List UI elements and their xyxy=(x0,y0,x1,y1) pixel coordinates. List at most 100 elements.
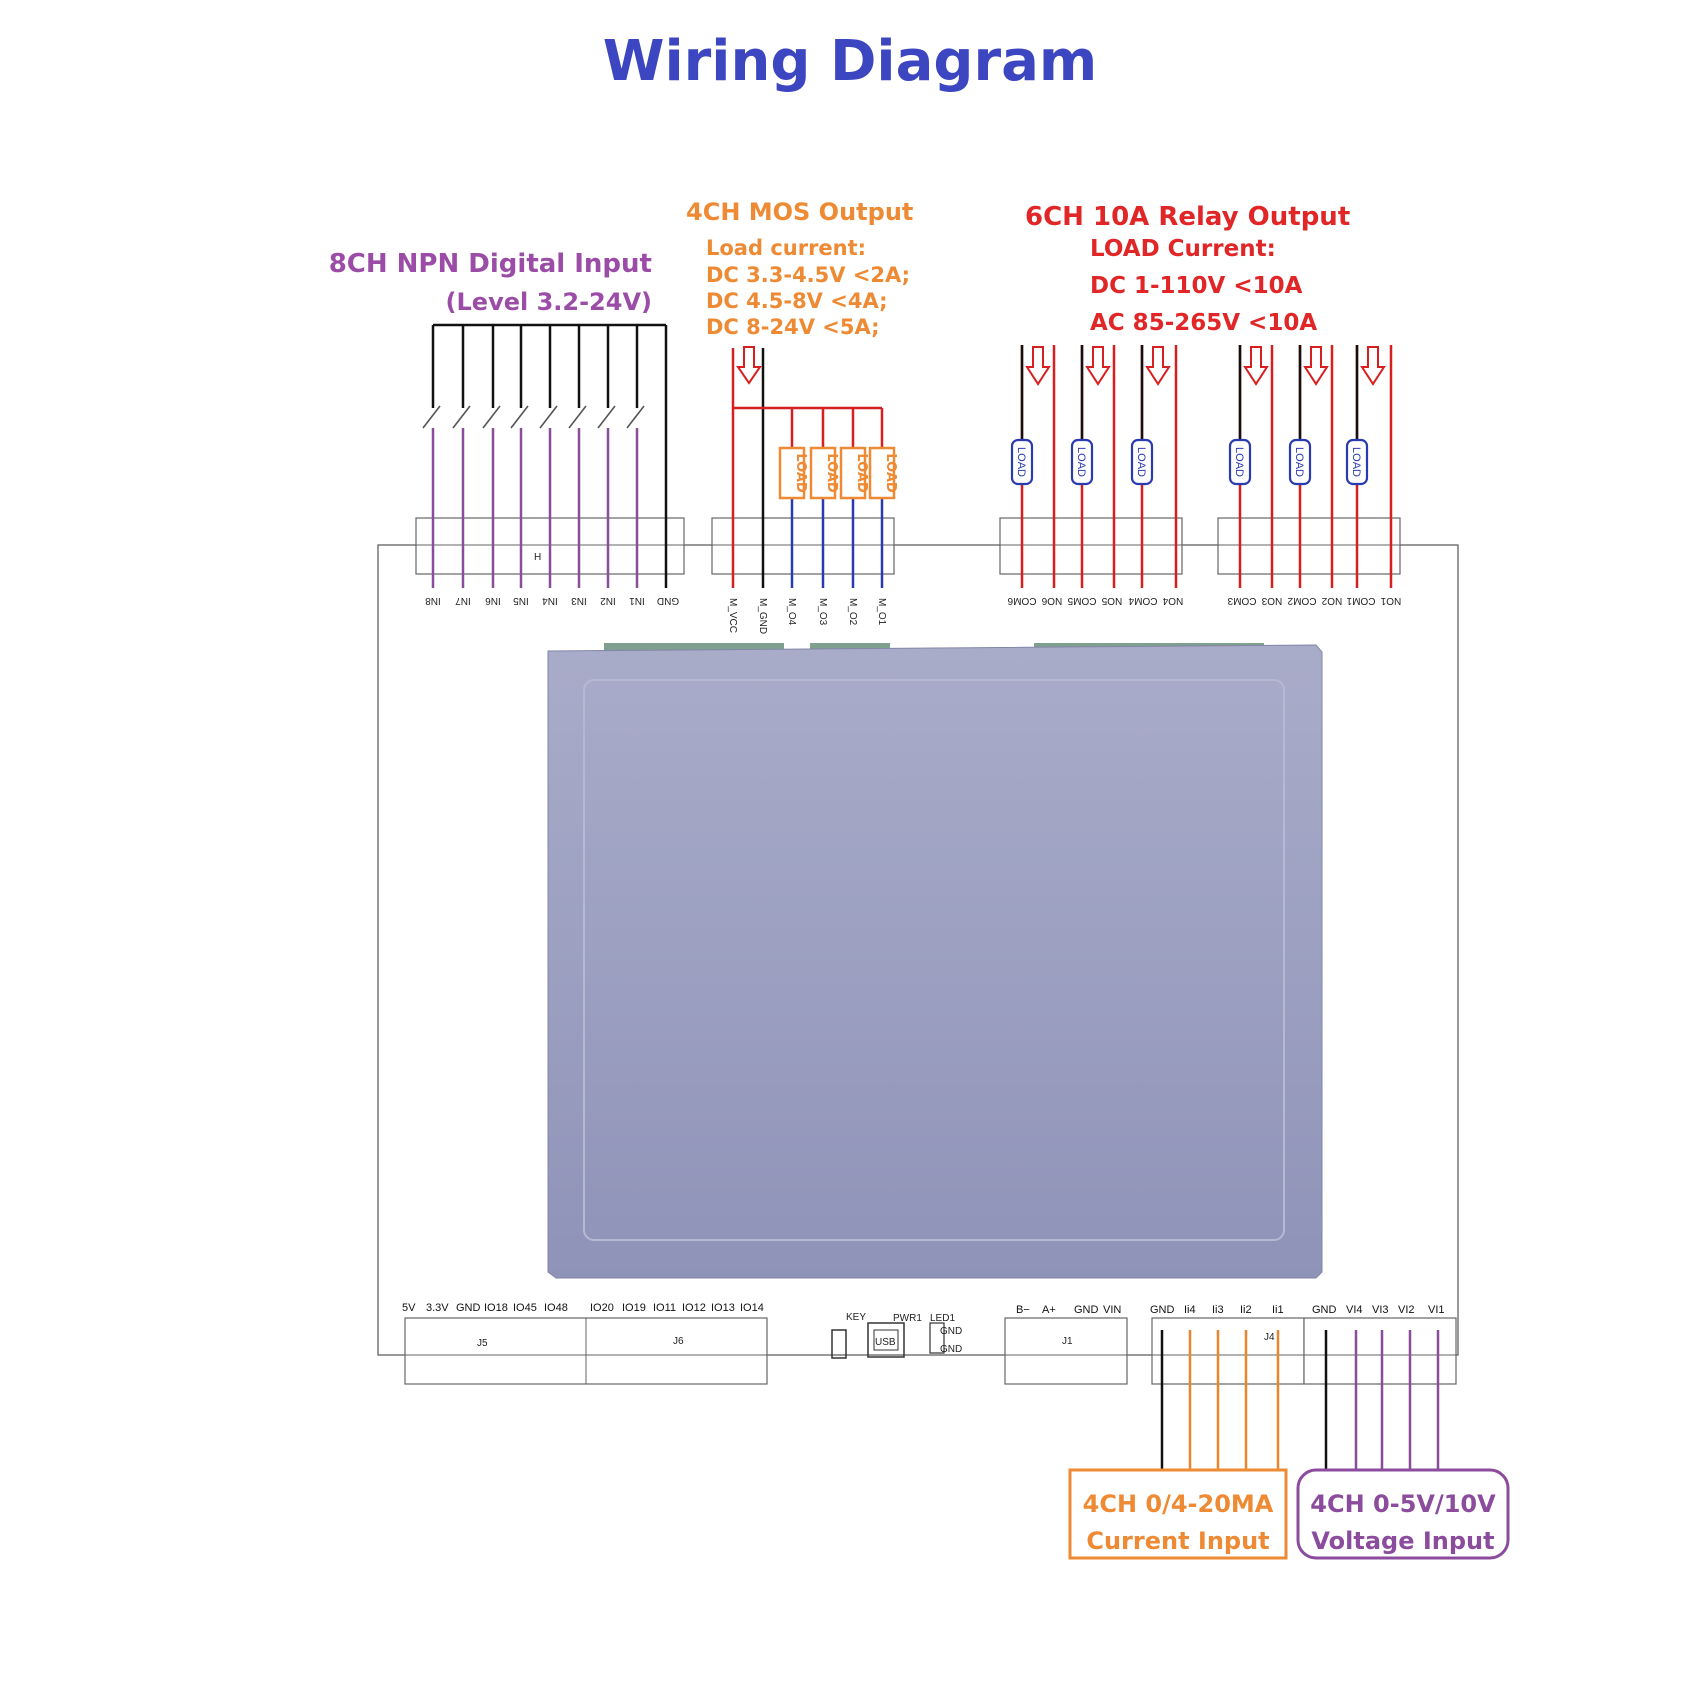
npn-wiring xyxy=(422,323,668,588)
voltage-input-line-2: Voltage Input xyxy=(1311,1527,1494,1555)
mos-pin-o2: M_O2 xyxy=(847,598,858,626)
j6-pin-io20: IO20 xyxy=(590,1302,614,1314)
j6-pin-io19: IO19 xyxy=(622,1302,646,1314)
j5-pin-io48: IO48 xyxy=(544,1302,568,1314)
mos-line-2: DC 3.3-4.5V <2A; xyxy=(706,263,910,287)
mos-pin-o3: M_O3 xyxy=(817,598,828,626)
usb-label: USB xyxy=(875,1337,896,1348)
j1-pin-vin: VIN xyxy=(1103,1304,1121,1316)
relay-pin-com1: COM1 xyxy=(1346,595,1375,606)
npn-title: 8CH NPN Digital Input xyxy=(329,249,652,279)
current-input-box xyxy=(1068,1468,1288,1560)
relay-line-3: AC 85-265V <10A xyxy=(1090,310,1317,336)
mos-title: 4CH MOS Output xyxy=(686,198,913,226)
vi-pin-vi4: VI4 xyxy=(1346,1304,1363,1316)
relay-line-2: DC 1-110V <10A xyxy=(1090,273,1303,299)
relay-load-4 xyxy=(1130,438,1154,486)
analog-wiring xyxy=(1160,1330,1440,1470)
board-outline xyxy=(377,544,1459,1356)
relay-load-4-label: LOAD xyxy=(1135,447,1147,477)
relay-pin-no2: NO2 xyxy=(1321,595,1342,606)
relay-pin-no6: NO6 xyxy=(1041,595,1062,606)
j4-pin-ii1: Ii1 xyxy=(1272,1304,1284,1316)
mos-load-3 xyxy=(809,446,837,500)
current-input-line-1: 4CH 0/4-20MA xyxy=(1083,1490,1274,1518)
mos-load-1-label: LOAD xyxy=(883,453,898,493)
mos-load-1 xyxy=(868,446,896,500)
j4-label: J4 xyxy=(1264,1332,1275,1343)
mos-load-4 xyxy=(778,446,806,500)
mos-load-2-label: LOAD xyxy=(854,453,869,493)
relay-load-1-label: LOAD xyxy=(1350,447,1362,477)
vi-pin-vi2: VI2 xyxy=(1398,1304,1415,1316)
j4-pin-gnd: GND xyxy=(1150,1304,1175,1316)
j1-pin-gnd: GND xyxy=(1074,1304,1099,1316)
mos-wiring xyxy=(731,348,884,588)
j1-pin-b: B− xyxy=(1016,1304,1030,1316)
npn-pin-in3: IN3 xyxy=(571,595,587,606)
j4-pin-ii4: Ii4 xyxy=(1184,1304,1196,1316)
relay-pin-com2: COM2 xyxy=(1287,595,1316,606)
j5-pin-io45: IO45 xyxy=(513,1302,537,1314)
npn-pin-in1: IN1 xyxy=(629,595,645,606)
mos-pin-vcc: M_VCC xyxy=(727,598,738,633)
npn-pin-in5: IN5 xyxy=(513,595,529,606)
relay-pin-com4: COM4 xyxy=(1128,595,1157,606)
mos-line-3: DC 4.5-8V <4A; xyxy=(706,289,888,313)
j4-pin-ii2: Ii2 xyxy=(1240,1304,1252,1316)
j6-pin-io13: IO13 xyxy=(711,1302,735,1314)
vi-pin-vi3: VI3 xyxy=(1372,1304,1389,1316)
j5-pin-5v: 5V xyxy=(402,1302,416,1314)
voltage-input-line-1: 4CH 0-5V/10V xyxy=(1310,1490,1496,1518)
page-title: Wiring Diagram xyxy=(603,29,1098,94)
j6-pin-io12: IO12 xyxy=(682,1302,706,1314)
relay-pin-no5: NO5 xyxy=(1101,595,1122,606)
mos-pin-o1: M_O1 xyxy=(876,598,887,626)
mos-arrow-icon xyxy=(736,346,762,385)
mos-load-4-label: LOAD xyxy=(793,453,808,493)
relay-load-3 xyxy=(1228,438,1252,486)
j1-label: J1 xyxy=(1062,1336,1073,1347)
key-label: KEY xyxy=(846,1312,866,1323)
relay-load-1 xyxy=(1345,438,1369,486)
device-case xyxy=(547,643,1323,1279)
j5-pin-3v3: 3.3V xyxy=(426,1302,449,1314)
relay-load-5-label: LOAD xyxy=(1075,447,1087,477)
j5-pin-gnd: GND xyxy=(456,1302,481,1314)
relay-load-6 xyxy=(1010,438,1034,486)
mos-load-3-label: LOAD xyxy=(824,453,839,493)
led-label: LED1 xyxy=(930,1313,955,1324)
j5-label: J5 xyxy=(477,1338,488,1349)
mos-load-2 xyxy=(839,446,867,500)
relay-title: 6CH 10A Relay Output xyxy=(1025,202,1350,232)
relay-pin-com5: COM5 xyxy=(1067,595,1096,606)
gnd-label-1: GND xyxy=(940,1326,962,1337)
npn-pin-gnd: GND xyxy=(657,595,679,606)
j5-pin-io18: IO18 xyxy=(484,1302,508,1314)
npn-subtitle: (Level 3.2-24V) xyxy=(446,288,652,316)
vi-pin-vi1: VI1 xyxy=(1428,1304,1445,1316)
relay-load-6-label: LOAD xyxy=(1015,447,1027,477)
relay-terminal-block-left xyxy=(999,517,1183,575)
pwr-label: PWR1 xyxy=(893,1313,922,1324)
relay-load-2-label: LOAD xyxy=(1293,447,1305,477)
j6-label: J6 xyxy=(673,1336,684,1347)
mos-line-4: DC 8-24V <5A; xyxy=(706,315,880,339)
vi-pin-gnd: GND xyxy=(1312,1304,1337,1316)
npn-marker: H xyxy=(534,552,541,563)
npn-pin-in4: IN4 xyxy=(542,595,558,606)
relay-pin-no1: NO1 xyxy=(1380,595,1401,606)
relay-terminal-block-right xyxy=(1217,517,1401,575)
j4-pin-ii3: Ii3 xyxy=(1212,1304,1224,1316)
relay-pin-no4: NO4 xyxy=(1162,595,1183,606)
relay-arrow-icons xyxy=(1025,346,1386,386)
relay-pin-com6: COM6 xyxy=(1007,595,1036,606)
mos-terminal-block xyxy=(711,517,895,575)
gnd-label-2: GND xyxy=(940,1344,962,1355)
npn-pin-in8: IN8 xyxy=(425,595,441,606)
relay-pin-com3: COM3 xyxy=(1227,595,1256,606)
j6-pin-io14: IO14 xyxy=(740,1302,764,1314)
relay-loads: LOAD LOAD LOAD LOAD LOAD LOAD xyxy=(1010,438,1369,486)
voltage-input-box xyxy=(1296,1468,1510,1560)
